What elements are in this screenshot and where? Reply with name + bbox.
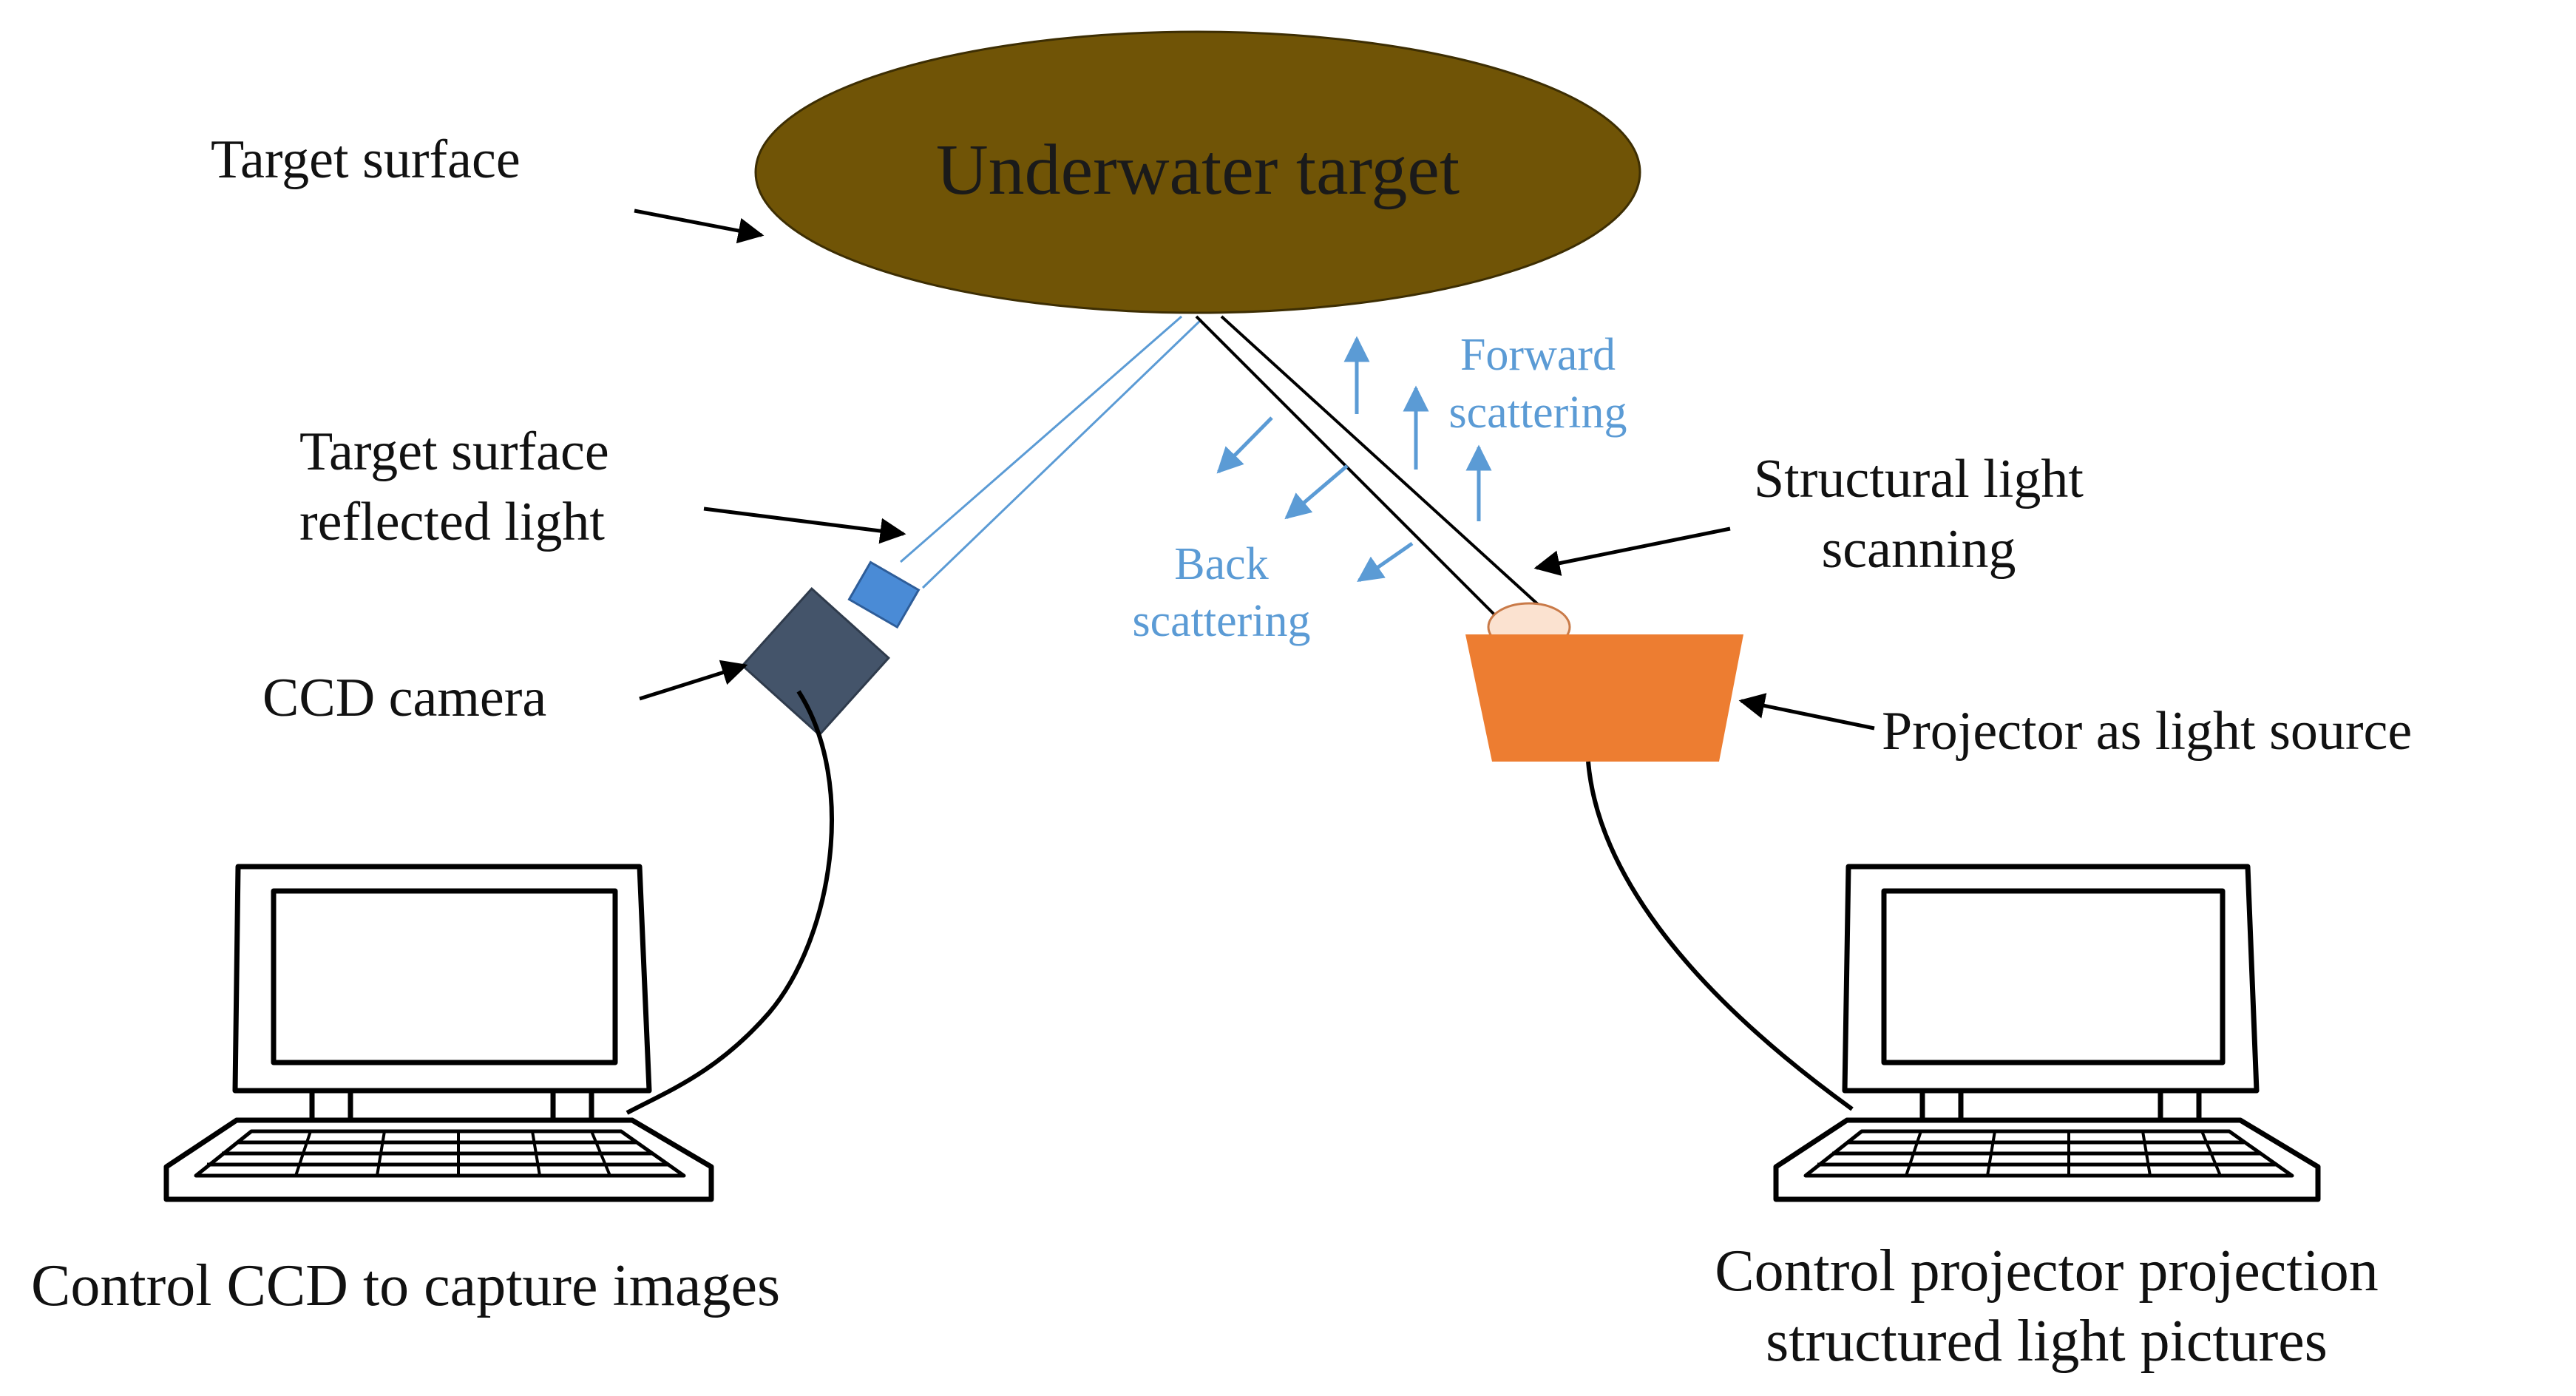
projector-cable xyxy=(1586,761,1854,1111)
back-scattering-label-line2: scattering xyxy=(1132,596,1310,646)
laptop-icon xyxy=(1773,864,2321,1202)
reflected-light-arrow-icon xyxy=(703,506,906,544)
back-arrow-icon xyxy=(1357,541,1414,583)
camera-cable xyxy=(626,690,834,1115)
reflected-light-label-line1: Target surface xyxy=(299,421,609,482)
forward-scattering-label-line2: scattering xyxy=(1448,387,1627,438)
target-surface-arrow-icon xyxy=(634,209,765,244)
target-surface-label: Target surface xyxy=(211,129,521,190)
structural-light-label-line2: scanning xyxy=(1821,519,2016,580)
forward-scattering-arrows xyxy=(1343,336,1492,521)
ccd-camera-label: CCD camera xyxy=(262,668,546,728)
reflected-light-beam xyxy=(900,315,1203,589)
projector-icon xyxy=(1465,602,1743,762)
back-arrow-icon xyxy=(1216,416,1273,474)
right-caption-line1: Control projector projection xyxy=(1715,1239,2379,1304)
underwater-target xyxy=(754,30,1641,314)
back-scattering-label-line1: Back xyxy=(1174,539,1268,589)
projector-arrow-icon xyxy=(1738,693,1875,731)
structural-light-label-line1: Structural light xyxy=(1754,449,2084,509)
target-label: Underwater target xyxy=(936,130,1460,210)
ccd-camera-arrow-icon xyxy=(639,660,748,701)
back-arrow-icon xyxy=(1284,464,1349,520)
right-caption-line2: structured light pictures xyxy=(1766,1309,2328,1374)
reflected-light-label-line2: reflected light xyxy=(299,492,605,552)
structural-light-arrow-icon xyxy=(1533,526,1731,576)
laptop-icon xyxy=(163,864,714,1202)
back-scattering-arrows xyxy=(1216,416,1414,583)
projector-label: Projector as light source xyxy=(1882,701,2412,762)
forward-scattering-label-line1: Forward xyxy=(1460,330,1616,380)
camera-icon xyxy=(741,560,921,736)
left-caption: Control CCD to capture images xyxy=(31,1253,780,1318)
